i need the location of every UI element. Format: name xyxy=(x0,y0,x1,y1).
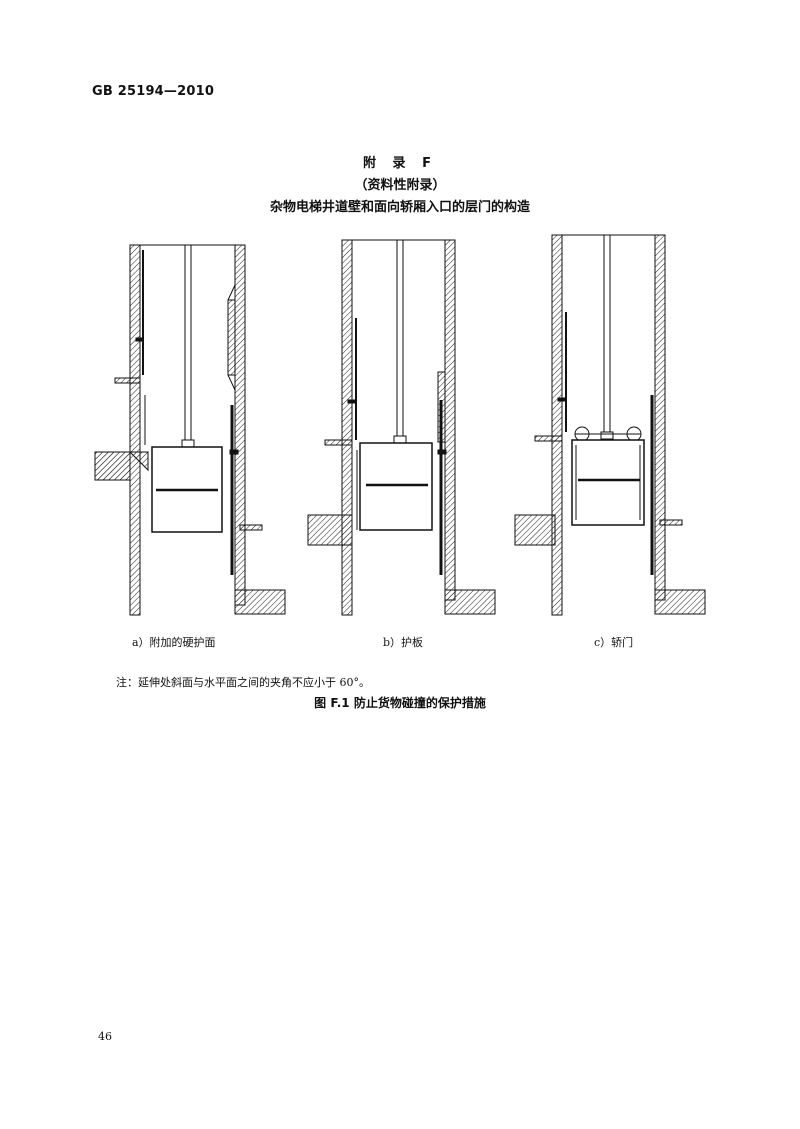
standard-code: GB 25194—2010 xyxy=(92,84,215,99)
figure-note: 注：延伸处斜面与水平面之间的夹角不应小于 60°。 xyxy=(116,676,370,689)
drawing-a-added-hard-surface xyxy=(94,244,286,616)
drawing-c-car-door xyxy=(514,234,706,616)
caption-b: b）护板 xyxy=(383,636,424,649)
appendix-subtitle: （资料性附录） xyxy=(354,178,446,193)
drawing-b-guard-plate xyxy=(307,239,496,616)
appendix-title: 附 录 F xyxy=(363,156,437,171)
page-number: 46 xyxy=(98,1030,112,1043)
figure-title: 图 F.1 防止货物碰撞的保护措施 xyxy=(314,696,486,710)
caption-c: c）轿门 xyxy=(594,636,634,649)
figure-f1-drawing xyxy=(94,234,706,616)
caption-a: a）附加的硬护面 xyxy=(132,636,216,649)
appendix-heading: 杂物电梯井道壁和面向轿厢入口的层门的构造 xyxy=(269,200,530,215)
